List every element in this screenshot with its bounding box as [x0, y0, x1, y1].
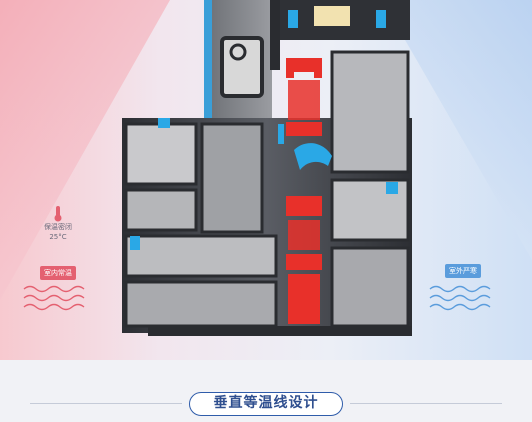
- indoor-tag: 室内常温: [40, 266, 76, 280]
- window-profile-cross-section: [122, 0, 412, 336]
- seal-strip-left: [204, 0, 212, 118]
- center-gasket: [294, 143, 332, 170]
- desiccant-strip: [314, 6, 350, 26]
- warm-waves-icon: [23, 285, 85, 311]
- indoor-info: 保温密闭 25°C: [28, 206, 88, 242]
- thermometer-icon: [54, 206, 62, 222]
- insulation-caption: 保温密闭: [44, 223, 72, 231]
- divider-line: [30, 403, 182, 404]
- divider-line: [350, 403, 502, 404]
- section-title: 垂直等温线设计: [189, 392, 343, 416]
- cold-waves-icon: [429, 285, 491, 311]
- outdoor-tag: 室外严寒: [445, 264, 481, 278]
- temperature-label: 25°C: [49, 233, 67, 241]
